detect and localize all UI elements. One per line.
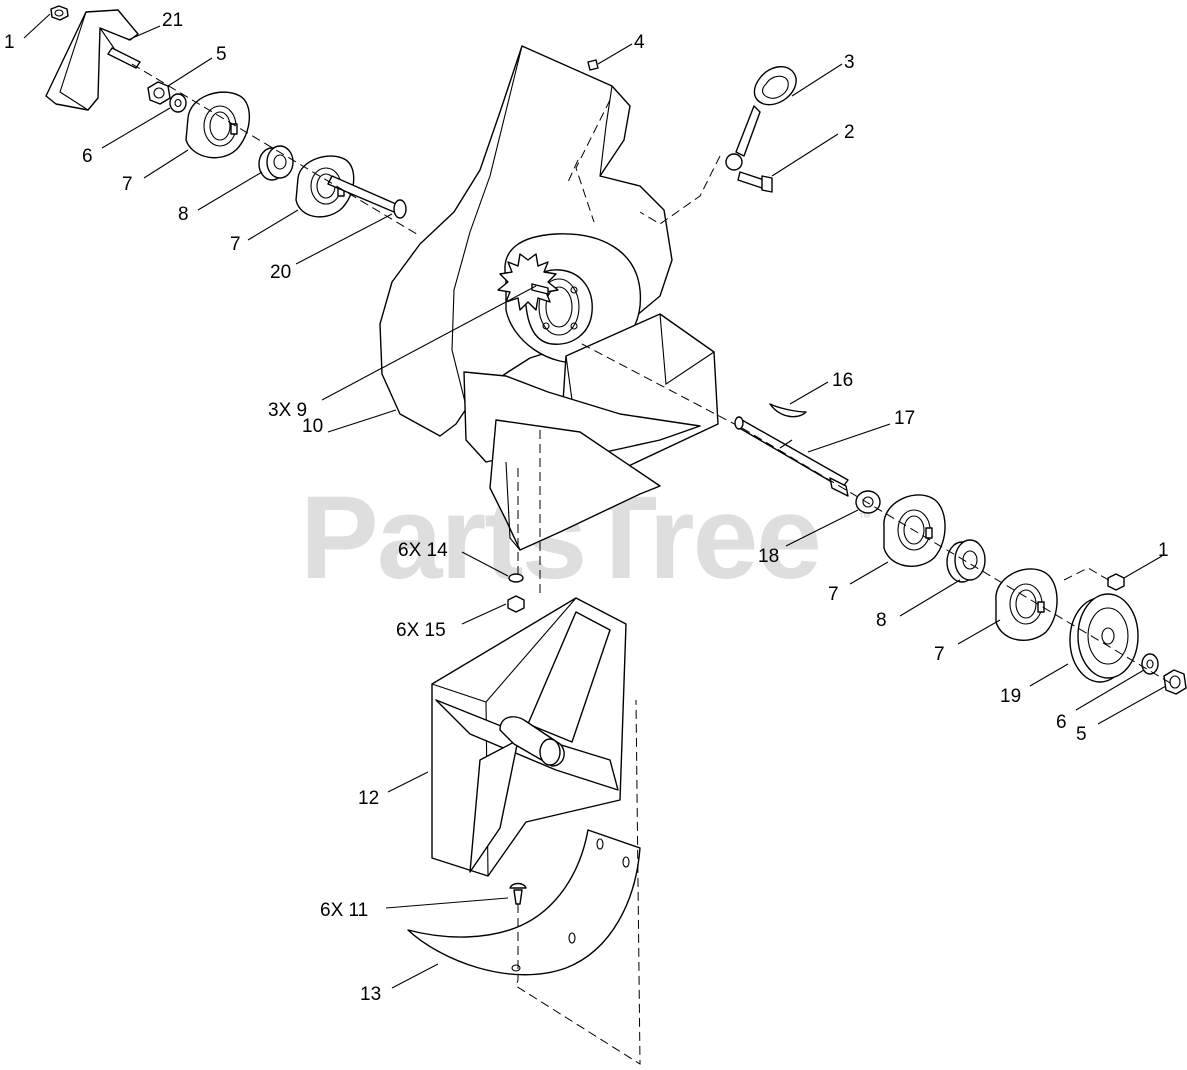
flange-part-7-right-b — [995, 568, 1058, 641]
callout-3x9: 3X 9 — [268, 400, 307, 421]
axis-line-liner — [515, 699, 641, 1065]
callout-labels: 1 21 5 6 7 8 7 20 4 3 2 3X 9 10 16 17 18… — [4, 10, 1169, 1005]
callout-6-top: 6 — [82, 146, 93, 167]
nut-part-1-right — [1107, 573, 1125, 591]
hex-nut-part-5-right — [1163, 669, 1187, 695]
callout-6x15: 6X 15 — [396, 620, 446, 641]
callout-2: 2 — [844, 122, 855, 143]
liner-part-13 — [407, 829, 641, 976]
callout-6x11: 6X 11 — [320, 900, 368, 921]
callout-8-top: 8 — [178, 204, 189, 225]
leader-lines — [23, 13, 1167, 989]
bolt-part-2 — [737, 171, 773, 193]
key-part-16 — [769, 403, 807, 418]
callout-6-right: 6 — [1056, 712, 1067, 733]
bearing-part-8-top — [258, 145, 294, 181]
hex-nut-part-5-top — [147, 81, 171, 105]
knob-part-9 — [497, 253, 559, 311]
callout-8-right: 8 — [876, 610, 887, 631]
callout-3: 3 — [844, 52, 855, 73]
axis-line-vertical-d — [567, 159, 579, 183]
callout-13: 13 — [360, 984, 381, 1005]
callout-21: 21 — [162, 10, 183, 31]
callout-7-right-a: 7 — [828, 584, 839, 605]
callout-1-right: 1 — [1158, 540, 1169, 561]
washer-part-6-top — [169, 93, 187, 113]
callout-5-right: 5 — [1076, 724, 1087, 745]
flange-part-7-top-a — [185, 91, 251, 159]
callout-12: 12 — [358, 788, 379, 809]
callout-7-top-a: 7 — [122, 174, 133, 195]
callout-6x14: 6X 14 — [398, 540, 448, 561]
bearing-part-8-right — [946, 539, 986, 583]
axis-line-handle — [639, 155, 721, 225]
callout-10: 10 — [302, 416, 323, 437]
callout-4: 4 — [634, 32, 645, 53]
axis-line-shaft — [581, 343, 743, 429]
callout-5-top: 5 — [216, 44, 227, 65]
axis-line-right-nut — [1063, 567, 1113, 583]
callout-19: 19 — [1000, 686, 1021, 707]
callout-17: 17 — [894, 408, 915, 429]
nut-part-1-top — [50, 5, 69, 21]
collar-part-18 — [855, 490, 881, 514]
axis-line-vertical-c — [575, 99, 611, 223]
callout-7-right-b: 7 — [934, 644, 945, 665]
callout-16: 16 — [832, 370, 853, 391]
nut-part-15 — [507, 595, 525, 613]
callout-18: 18 — [758, 546, 779, 567]
handle-part-3 — [725, 66, 797, 171]
pulley-part-19 — [1069, 593, 1139, 683]
screw-part-4 — [587, 59, 599, 71]
callout-1-top: 1 — [4, 32, 15, 53]
washer-part-6-right — [1141, 653, 1159, 675]
shaft-part-17 — [734, 416, 849, 497]
callout-20: 20 — [270, 262, 291, 283]
bolt-part-11 — [509, 882, 527, 905]
watermark-trademark: ™ — [858, 510, 871, 525]
bracket-part-21 — [45, 9, 141, 111]
callout-7-top-b: 7 — [230, 234, 241, 255]
impeller-part-12 — [431, 597, 627, 877]
washer-part-14 — [508, 573, 524, 583]
